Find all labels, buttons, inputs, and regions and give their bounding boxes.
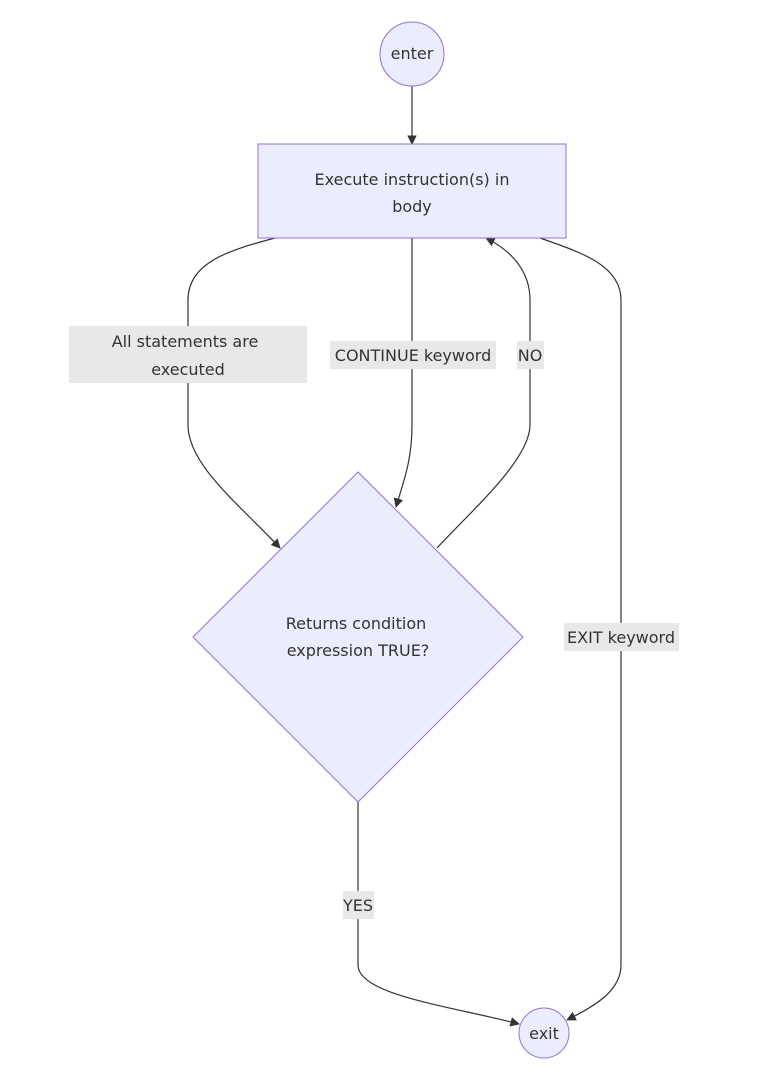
edge-yes <box>357 802 520 1027</box>
node-condition: Returns condition expression TRUE? <box>192 471 524 803</box>
node-body-label-line-2: body <box>392 197 432 216</box>
edge-label-all-statements-line-2: executed <box>151 360 225 379</box>
edge-exit-keyword <box>539 237 622 1021</box>
edge-label-yes: YES <box>342 891 374 919</box>
edge-no <box>436 237 531 549</box>
node-condition-label-line-2: expression TRUE? <box>287 641 430 660</box>
node-exit-label: exit <box>529 1024 559 1043</box>
edge-label-no: NO <box>517 341 544 369</box>
edge-label-exit-keyword: EXIT keyword <box>564 623 679 651</box>
node-body-label-line-1: Execute instruction(s) in <box>315 170 510 189</box>
edge-label-exit-keyword-text: EXIT keyword <box>567 628 675 647</box>
edge-label-all-statements-line-1: All statements are <box>112 332 259 351</box>
edge-label-yes-text: YES <box>342 896 373 915</box>
edge-continue <box>393 238 413 508</box>
edge-label-all-statements: All statements are executed <box>69 326 307 383</box>
edge-label-continue: CONTINUE keyword <box>330 341 496 369</box>
node-condition-label-line-1: Returns condition <box>286 614 427 633</box>
node-enter-label: enter <box>391 44 434 63</box>
node-exit: exit <box>518 1007 570 1059</box>
node-enter: enter <box>379 21 445 87</box>
edge-label-continue-text: CONTINUE keyword <box>335 346 491 365</box>
edge-label-no-text: NO <box>518 346 543 365</box>
node-body: Execute instruction(s) in body <box>257 143 567 239</box>
edge-all-statements <box>187 237 281 549</box>
